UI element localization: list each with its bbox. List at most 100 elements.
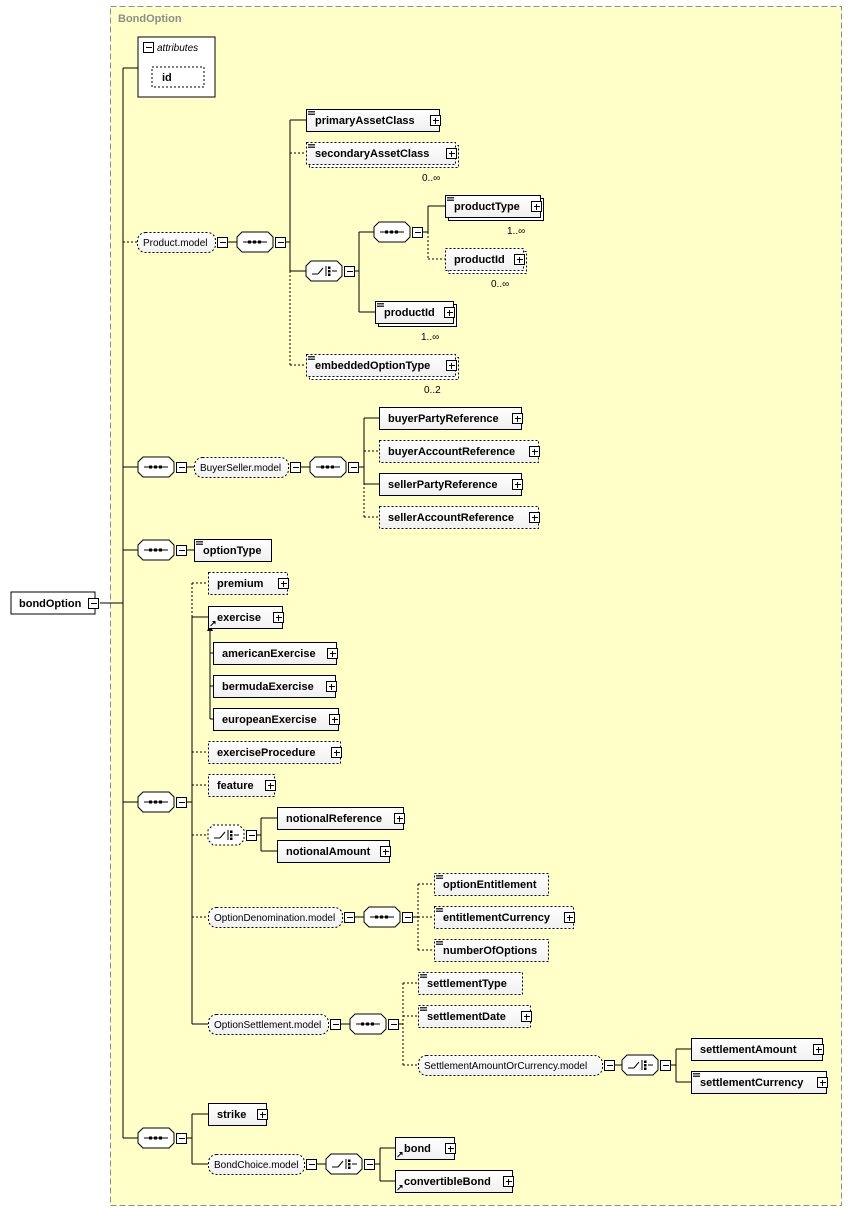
collapse-icon[interactable] <box>217 237 228 248</box>
expand-icon[interactable] <box>521 1011 532 1022</box>
element-americanexercise[interactable]: americanExercise <box>213 642 338 665</box>
collapse-icon[interactable] <box>364 1159 375 1170</box>
expand-icon[interactable] <box>817 1077 828 1088</box>
element-optiontype[interactable]: optionType <box>194 539 272 562</box>
attribute-id[interactable] <box>151 66 205 88</box>
collapse-icon[interactable] <box>306 1159 317 1170</box>
expand-icon[interactable] <box>445 1143 456 1154</box>
group-optiondenominationmodel[interactable]: OptionDenomination.model <box>208 907 355 928</box>
element-buyerpartyreference[interactable]: buyerPartyReference <box>379 407 523 430</box>
element-europeanexercise[interactable]: europeanExercise <box>213 708 340 731</box>
collapse-icon[interactable] <box>402 912 413 923</box>
root-element-bondoption[interactable]: bondOption <box>10 591 96 615</box>
expand-icon[interactable] <box>331 747 342 758</box>
element-notionalreference[interactable]: notionalReference <box>277 807 405 830</box>
element-settlementcurrency[interactable]: settlementCurrency <box>691 1071 828 1094</box>
sequence-icon[interactable] <box>349 1013 399 1035</box>
sequence-icon[interactable] <box>363 906 413 928</box>
group-productmodel[interactable]: Product.model <box>137 232 228 253</box>
expand-icon[interactable] <box>531 201 542 212</box>
choice-icon[interactable] <box>325 1153 375 1175</box>
group-bondchoicemodel[interactable]: BondChoice.model <box>208 1154 317 1175</box>
element-secondaryassetclass[interactable]: secondaryAssetClass <box>306 142 459 168</box>
expand-icon[interactable] <box>278 578 289 589</box>
element-feature[interactable]: feature <box>208 774 276 797</box>
collapse-icon[interactable] <box>176 545 187 556</box>
expand-icon[interactable] <box>273 612 284 623</box>
element-primaryassetclass[interactable]: primaryAssetClass <box>306 109 441 132</box>
expand-icon[interactable] <box>430 115 441 126</box>
element-buyeraccountreference[interactable]: buyerAccountReference <box>379 440 540 463</box>
annotation-icon <box>436 941 443 945</box>
element-convertiblebond[interactable]: convertibleBond <box>395 1170 514 1193</box>
group-optionsettlementmodel[interactable]: OptionSettlement.model <box>208 1014 341 1035</box>
element-settlementtype[interactable]: settlementType <box>418 972 523 995</box>
element-producttype[interactable]: productType <box>445 195 544 221</box>
element-productid-b[interactable]: productId <box>375 301 457 327</box>
choice-icon[interactable] <box>621 1054 671 1076</box>
element-entitlementcurrency[interactable]: entitlementCurrency <box>434 906 575 929</box>
collapse-icon[interactable] <box>176 797 187 808</box>
expand-icon[interactable] <box>529 446 540 457</box>
element-bond[interactable]: bond <box>395 1137 456 1160</box>
sequence-icon[interactable] <box>137 1127 187 1149</box>
expand-icon[interactable] <box>257 1109 268 1120</box>
element-sellerpartyreference[interactable]: sellerPartyReference <box>379 473 523 496</box>
expand-icon[interactable] <box>564 912 575 923</box>
element-strike[interactable]: strike <box>208 1103 268 1126</box>
choice-icon[interactable] <box>305 260 355 282</box>
element-notionalamount[interactable]: notionalAmount <box>277 840 391 863</box>
sequence-icon[interactable] <box>137 456 187 478</box>
collapse-icon[interactable] <box>660 1060 671 1071</box>
collapse-icon[interactable] <box>176 1133 187 1144</box>
collapse-icon[interactable] <box>275 237 286 248</box>
sequence-icon[interactable] <box>137 539 187 561</box>
cardinality-secondaryassetclass: 0..∞ <box>422 173 440 184</box>
sequence-icon[interactable] <box>137 791 187 813</box>
sequence-icon[interactable] <box>309 456 359 478</box>
expand-icon[interactable] <box>514 254 525 265</box>
element-selleraccountreference[interactable]: sellerAccountReference <box>379 506 540 529</box>
expand-icon[interactable] <box>512 413 523 424</box>
collapse-icon[interactable] <box>604 1060 615 1071</box>
element-numberofoptions[interactable]: numberOfOptions <box>434 939 549 962</box>
expand-icon[interactable] <box>329 714 340 725</box>
sequence-icon[interactable] <box>236 231 286 253</box>
collapse-icon[interactable] <box>344 266 355 277</box>
collapse-icon[interactable] <box>246 830 257 841</box>
element-optionentitlement[interactable]: optionEntitlement <box>434 873 549 896</box>
expand-icon[interactable] <box>327 648 338 659</box>
expand-icon[interactable] <box>503 1176 514 1187</box>
collapse-icon[interactable] <box>143 42 154 53</box>
element-exerciseprocedure[interactable]: exerciseProcedure <box>208 741 342 764</box>
expand-icon[interactable] <box>326 681 337 692</box>
expand-icon[interactable] <box>444 307 455 318</box>
collapse-icon[interactable] <box>290 462 301 473</box>
element-bermudaexercise[interactable]: bermudaExercise <box>213 675 337 698</box>
expand-icon[interactable] <box>265 780 276 791</box>
expand-icon[interactable] <box>446 148 457 159</box>
expand-icon[interactable] <box>813 1044 824 1055</box>
element-embeddedoptiontype[interactable]: embeddedOptionType <box>306 354 459 380</box>
expand-icon[interactable] <box>529 512 540 523</box>
element-exercise[interactable]: exercise <box>208 606 284 629</box>
expand-icon[interactable] <box>512 479 523 490</box>
collapse-icon[interactable] <box>348 462 359 473</box>
expand-icon[interactable] <box>394 813 405 824</box>
choice-icon[interactable] <box>207 824 257 846</box>
collapse-icon[interactable] <box>388 1019 399 1030</box>
expand-icon[interactable] <box>446 360 457 371</box>
collapse-icon[interactable] <box>330 1019 341 1030</box>
collapse-icon[interactable] <box>176 462 187 473</box>
element-premium[interactable]: premium <box>208 572 289 595</box>
element-productid-a[interactable]: productId <box>445 248 527 274</box>
group-buyersellermodel[interactable]: BuyerSeller.model <box>194 457 301 478</box>
expand-icon[interactable] <box>380 846 391 857</box>
element-settlementdate[interactable]: settlementDate <box>418 1005 532 1028</box>
collapse-icon[interactable] <box>88 598 99 609</box>
sequence-icon[interactable] <box>373 221 423 243</box>
collapse-icon[interactable] <box>412 227 423 238</box>
collapse-icon[interactable] <box>344 912 355 923</box>
element-settlementamount[interactable]: settlementAmount <box>691 1038 824 1061</box>
group-settlementamountorcurrencymodel[interactable]: SettlementAmountOrCurrency.model <box>418 1055 615 1076</box>
